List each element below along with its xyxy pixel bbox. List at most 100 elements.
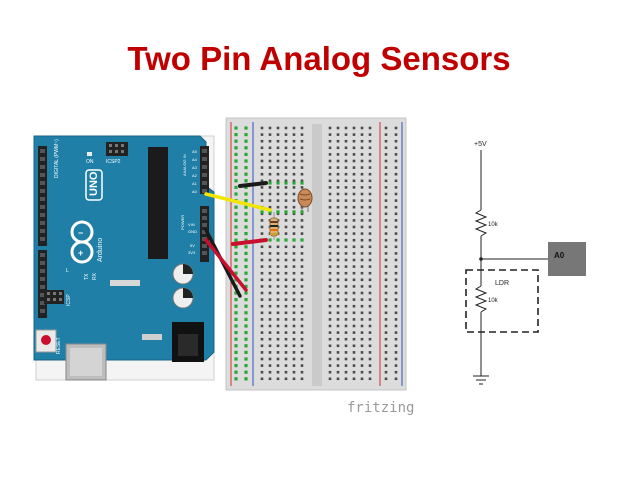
breadboard-hole — [336, 311, 340, 315]
breadboard-hole — [300, 139, 304, 143]
breadboard-hole — [352, 377, 356, 381]
breadboard-hole — [394, 298, 398, 301]
breadboard-hole — [344, 199, 348, 202]
breadboard-hole — [394, 291, 398, 295]
breadboard-hole — [328, 212, 332, 216]
breadboard-hole — [368, 298, 372, 301]
breadboard-hole — [328, 146, 332, 150]
connected-hole — [234, 271, 238, 275]
breadboard-hole — [352, 298, 356, 301]
breadboard-hole — [336, 166, 340, 169]
breadboard-hole — [368, 186, 372, 189]
breadboard-hole — [300, 331, 304, 334]
breadboard-hole — [284, 265, 288, 268]
breadboard-hole — [344, 331, 348, 334]
connected-hole — [244, 166, 248, 170]
breadboard-hole — [360, 364, 364, 367]
pin-a3: A3 — [192, 165, 198, 170]
breadboard-hole — [344, 252, 348, 255]
connected-hole — [234, 265, 238, 269]
breadboard-hole — [300, 212, 304, 216]
connected-hole — [234, 344, 238, 348]
breadboard-hole — [260, 245, 264, 249]
breadboard-hole — [394, 337, 398, 341]
breadboard-hole — [268, 166, 272, 169]
breadboard-hole — [352, 318, 356, 321]
connected-hole — [244, 126, 248, 130]
wire-red-5v — [204, 238, 248, 292]
analog-header — [200, 146, 209, 194]
breadboard-hole — [292, 179, 296, 183]
breadboard-hole — [384, 126, 388, 130]
breadboard-hole — [276, 344, 280, 348]
breadboard-hole — [328, 245, 332, 249]
breadboard-hole — [394, 159, 398, 163]
breadboard-hole — [260, 212, 264, 216]
breadboard-hole — [268, 364, 272, 367]
breadboard-hole — [352, 146, 356, 150]
breadboard-hole — [284, 166, 288, 169]
breadboard-hole — [394, 225, 398, 229]
breadboard-hole — [268, 337, 272, 341]
breadboard-hole — [284, 331, 288, 334]
connected-hole — [234, 324, 238, 328]
breadboard-hole — [328, 298, 332, 301]
breadboard-hole — [292, 133, 296, 136]
breadboard-hole — [328, 285, 332, 288]
breadboard-hole — [292, 232, 296, 235]
breadboard-hole — [352, 291, 356, 295]
breadboard-hole — [300, 153, 304, 156]
breadboard-hole — [394, 344, 398, 348]
resistor-top-symbol — [474, 209, 488, 237]
breadboard-hole — [368, 232, 372, 235]
breadboard-hole — [394, 265, 398, 268]
breadboard-hole — [268, 133, 272, 136]
breadboard-hole — [260, 139, 264, 143]
connected-hole — [244, 278, 248, 282]
breadboard-hole — [384, 337, 388, 341]
breadboard-hole — [344, 146, 348, 150]
breadboard-hole — [328, 179, 332, 183]
breadboard-hole — [352, 153, 356, 156]
ldr-component — [297, 188, 313, 212]
connected-hole — [234, 179, 238, 183]
breadboard-hole — [284, 258, 288, 262]
connected-hole — [234, 133, 238, 137]
breadboard-hole — [276, 139, 280, 143]
breadboard-hole — [352, 344, 356, 348]
breadboard-hole — [394, 192, 398, 196]
breadboard-hole — [276, 357, 280, 361]
breadboard-hole — [384, 364, 388, 367]
breadboard-hole — [384, 318, 388, 321]
breadboard-hole — [360, 278, 364, 282]
breadboard-hole — [384, 304, 388, 308]
breadboard-hole — [352, 245, 356, 249]
breadboard-hole — [360, 232, 364, 235]
breadboard-hole — [284, 370, 288, 374]
breadboard-hole — [384, 166, 388, 169]
connected-hole — [234, 311, 238, 315]
breadboard-hole — [344, 205, 348, 209]
breadboard-hole — [292, 219, 296, 222]
breadboard-hole — [260, 370, 264, 374]
breadboard-hole — [276, 318, 280, 321]
breadboard-hole — [328, 337, 332, 341]
breadboard-hole — [328, 304, 332, 308]
breadboard-hole — [268, 311, 272, 315]
breadboard-hole — [368, 278, 372, 282]
connected-holes — [234, 126, 304, 381]
breadboard-hole — [300, 364, 304, 367]
pin-5v: 5V — [190, 243, 195, 248]
breadboard — [225, 117, 407, 391]
breadboard-hole — [352, 265, 356, 268]
breadboard-hole — [344, 166, 348, 169]
pin-a4: A4 — [192, 157, 198, 162]
breadboard-hole — [360, 179, 364, 183]
breadboard-hole — [300, 232, 304, 235]
breadboard-hole — [368, 245, 372, 249]
breadboard-hole — [260, 357, 264, 361]
breadboard-hole — [300, 344, 304, 348]
breadboard-hole — [384, 153, 388, 156]
connected-hole — [234, 126, 238, 130]
breadboard-hole — [300, 351, 304, 354]
